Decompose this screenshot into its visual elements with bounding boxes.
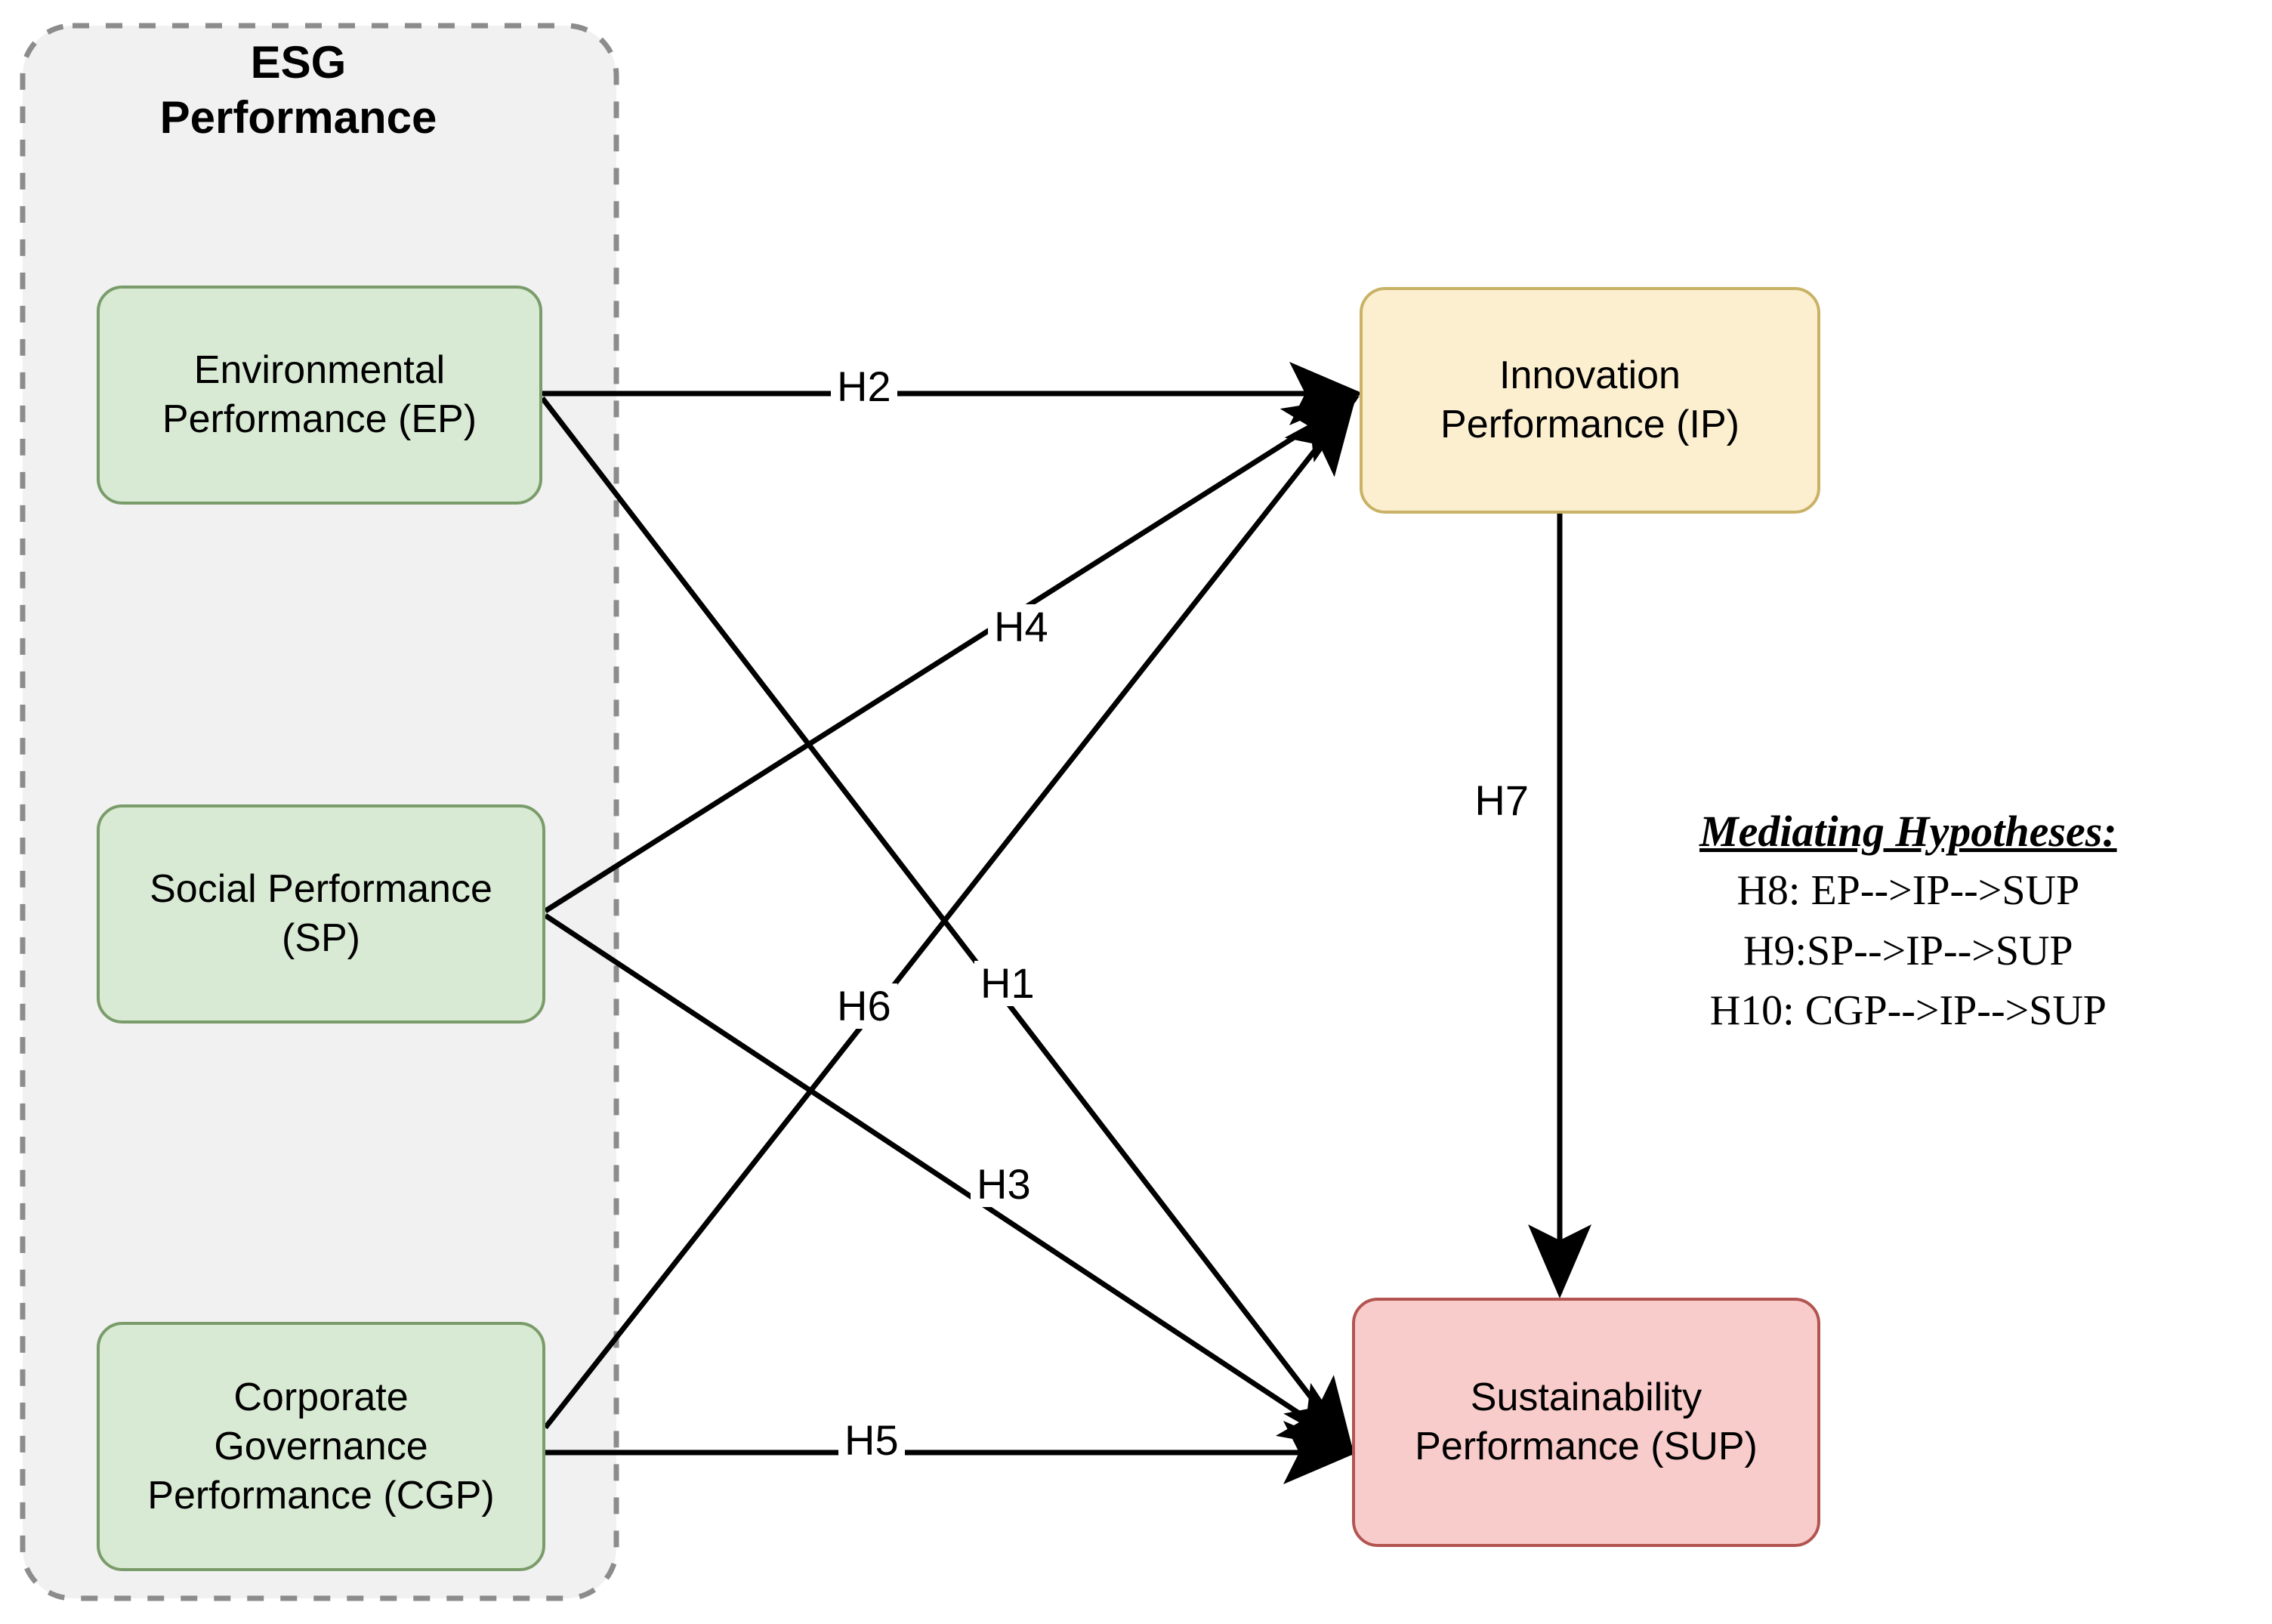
environmental-performance-line2: Performance (EP) — [162, 397, 477, 441]
social-performance-line2: (SP) — [281, 916, 360, 960]
corporate-governance-performance-line3: Performance (CGP) — [147, 1473, 495, 1517]
social-performance-node[interactable]: Social Performance (SP) — [97, 804, 545, 1023]
edge-label-h3: H3 — [971, 1162, 1037, 1207]
edge-h6-line — [543, 399, 1356, 1430]
edge-h1-line — [540, 396, 1354, 1453]
innovation-performance-line1: Innovation — [1499, 354, 1681, 397]
social-performance-line1: Social Performance — [150, 867, 492, 911]
innovation-performance-label: Innovation Performance (IP) — [1440, 351, 1740, 449]
sustainability-performance-line1: Sustainability — [1470, 1375, 1702, 1419]
corporate-governance-performance-node[interactable]: Corporate Governance Performance (CGP) — [97, 1322, 545, 1571]
esg-group-title-line2: Performance — [159, 92, 437, 144]
mediating-hypothesis-h9: H9:SP-->IP-->SUP — [1743, 927, 2073, 974]
social-performance-label: Social Performance (SP) — [150, 865, 492, 963]
mediating-hypotheses-panel: Mediating Hypotheses: H8: EP-->IP-->SUP … — [1699, 802, 2117, 1042]
environmental-performance-line1: Environmental — [193, 348, 446, 392]
esg-group-title: ESG Performance — [98, 35, 499, 145]
edge-label-h5: H5 — [838, 1418, 905, 1463]
mediating-hypothesis-h10: H10: CGP-->IP-->SUP — [1709, 987, 2107, 1035]
environmental-performance-label: Environmental Performance (EP) — [162, 346, 477, 444]
edge-h3-line — [544, 913, 1355, 1450]
innovation-performance-line2: Performance (IP) — [1440, 403, 1740, 446]
sustainability-performance-label: Sustainability Performance (SUP) — [1415, 1373, 1758, 1471]
mediating-hypothesis-h8: H8: EP-->IP-->SUP — [1736, 867, 2080, 915]
edge-label-h7: H7 — [1468, 778, 1535, 823]
mediating-hypotheses-title: Mediating Hypotheses: — [1699, 807, 2117, 856]
corporate-governance-performance-label: Corporate Governance Performance (CGP) — [147, 1373, 494, 1521]
edge-h4-line — [544, 396, 1360, 913]
edge-label-h1: H1 — [974, 961, 1041, 1006]
sustainability-performance-line2: Performance (SUP) — [1415, 1425, 1758, 1468]
edge-label-h6: H6 — [831, 983, 897, 1029]
edge-label-h2: H2 — [831, 364, 897, 409]
esg-group-title-line1: ESG — [250, 37, 347, 88]
corporate-governance-performance-line2: Governance — [214, 1424, 428, 1468]
sustainability-performance-node[interactable]: Sustainability Performance (SUP) — [1352, 1298, 1820, 1547]
edge-label-h4: H4 — [988, 604, 1054, 650]
corporate-governance-performance-line1: Corporate — [233, 1375, 409, 1419]
environmental-performance-node[interactable]: Environmental Performance (EP) — [97, 286, 542, 505]
innovation-performance-node[interactable]: Innovation Performance (IP) — [1360, 287, 1820, 514]
